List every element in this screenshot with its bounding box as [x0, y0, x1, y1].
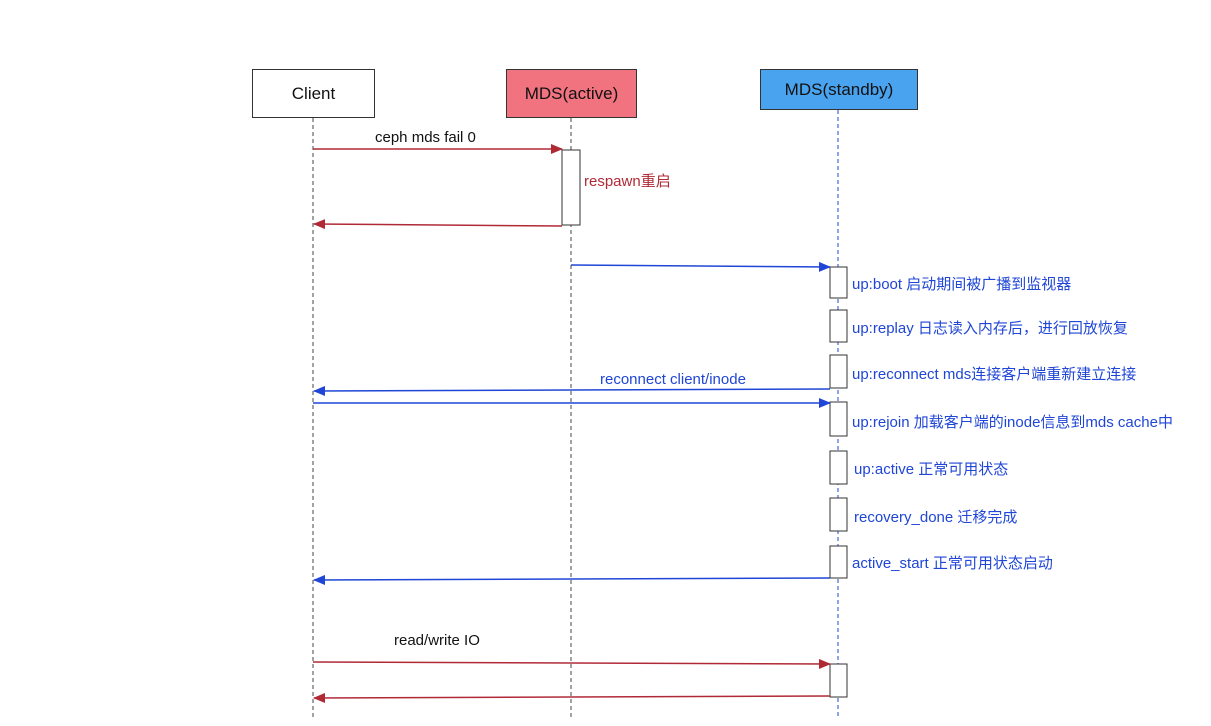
state-recovery-done: recovery_done 迁移完成: [854, 509, 1018, 526]
state-active: up:active 正常可用状态: [854, 461, 1009, 478]
label-reconnect-client: reconnect client/inode: [600, 371, 746, 388]
state-rejoin: up:rejoin 加载客户端的inode信息到mds cache中: [852, 414, 1173, 431]
standby-activation-active-start: [829, 545, 848, 579]
standby-activation-io: [829, 663, 848, 698]
mds-active-activation: [561, 149, 581, 226]
arrow-reconnect-client: [313, 385, 831, 396]
standby-activation-reconnect: [829, 354, 848, 389]
label-respawn: respawn重启: [584, 173, 671, 190]
arrow-read-write: [312, 658, 831, 669]
actor-mds-active: MDS(active): [506, 69, 637, 118]
state-reconnect: up:reconnect mds连接客户端重新建立连接: [852, 366, 1137, 383]
standby-activation-recovery: [829, 497, 848, 532]
arrow-active-start: [313, 574, 831, 585]
arrow-to-standby: [570, 261, 831, 272]
state-active-start: active_start 正常可用状态启动: [852, 555, 1053, 572]
standby-activation-boot: [829, 266, 848, 299]
standby-activation-rejoin: [829, 401, 848, 437]
arrow-respawn-return: [313, 219, 563, 230]
standby-activation-replay: [829, 309, 848, 343]
state-boot: up:boot 启动期间被广播到监视器: [852, 276, 1072, 293]
standby-activation-active: [829, 450, 848, 485]
label-ceph-fail: ceph mds fail 0: [375, 129, 476, 146]
actor-mds-standby: MDS(standby): [760, 69, 918, 110]
state-replay: up:replay 日志读入内存后，进行回放恢复: [852, 320, 1128, 337]
label-read-write: read/write IO: [394, 632, 480, 649]
arrow-io-return: [313, 692, 831, 703]
actor-client: Client: [252, 69, 375, 118]
